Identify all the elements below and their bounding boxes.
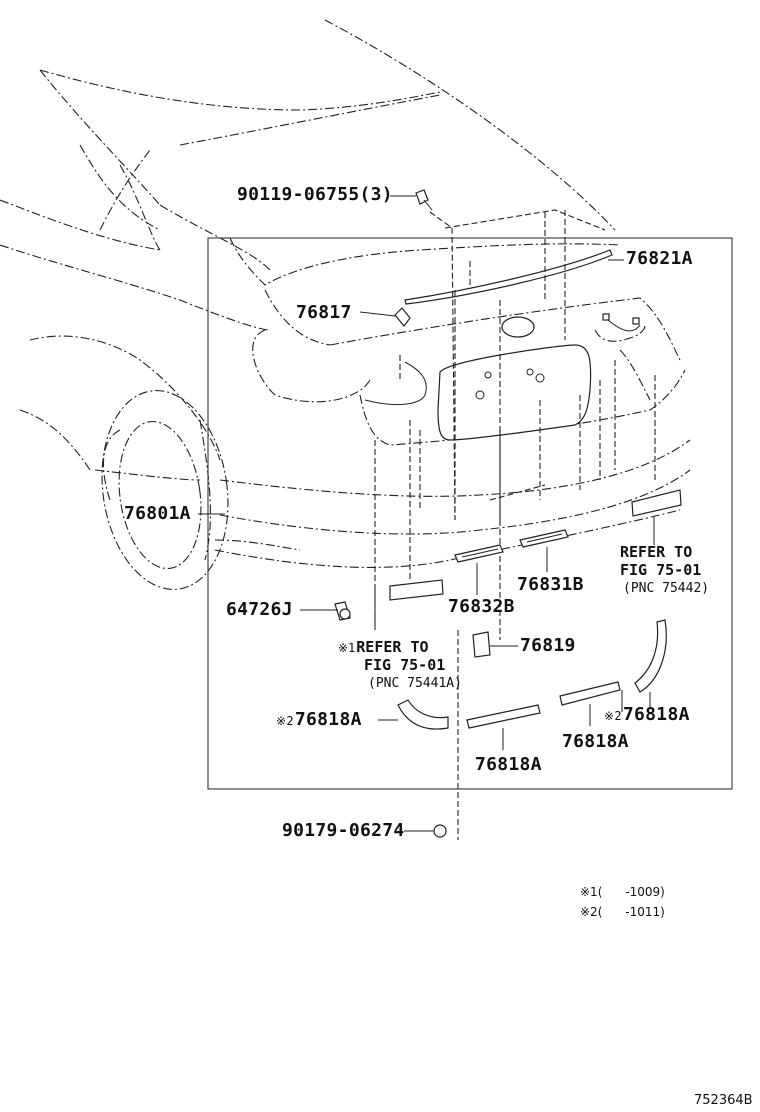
note-1-mark: ※1 xyxy=(580,885,598,899)
mark-2-right: ※2 xyxy=(604,709,622,723)
part-label-lamp-right: 76831B xyxy=(517,574,584,595)
ref-right-line3: (PNC 75442) xyxy=(623,581,710,596)
part-label-moulding-top: 76821A xyxy=(626,248,693,269)
retainer-wire xyxy=(364,307,641,405)
part-label-moulding-r1: 76818A xyxy=(562,731,629,752)
ref-left-line2: FIG 75-01 xyxy=(364,656,446,674)
part-label-clip-center: 76819 xyxy=(520,635,576,656)
clip-center xyxy=(472,631,491,658)
diagram-code: 752364B xyxy=(694,1093,753,1108)
part-label-garnish: 76801A xyxy=(124,503,191,524)
ref-right-line2: FIG 75-01 xyxy=(620,561,702,579)
guide-lines xyxy=(374,209,656,840)
ref-left-line3: (PNC 75441A) xyxy=(368,676,462,691)
emblem xyxy=(501,316,535,338)
mark-2-left: ※2 xyxy=(276,714,294,728)
moulding-r2-text: 76818A xyxy=(622,704,690,725)
bolt-top xyxy=(415,189,433,211)
part-label-moulding-r2: ※276818A xyxy=(604,706,690,724)
mouldings xyxy=(397,619,667,730)
license-plate-recess xyxy=(437,344,592,441)
part-label-moulding-l2: 76818A xyxy=(475,754,542,775)
clip-left xyxy=(334,601,351,621)
ref-left-mark: ※1 xyxy=(338,641,356,655)
part-label-bolt-top: 90119-06755(3) xyxy=(237,184,393,205)
car-body-outline xyxy=(0,19,616,590)
ref-left-line1: ※1REFER TO xyxy=(338,640,429,655)
part-label-lamp-left: 76832B xyxy=(448,596,515,617)
reflector-right xyxy=(631,489,682,517)
reflector-left xyxy=(389,579,444,601)
note-2-text: ( -1011) xyxy=(597,905,665,919)
part-label-moulding-l1: ※276818A xyxy=(276,711,362,729)
ref-left-text1: REFER TO xyxy=(356,638,429,656)
note-1: ※1( -1009) xyxy=(580,886,665,898)
nut-bottom xyxy=(433,824,447,838)
note-2: ※2( -1011) xyxy=(580,906,665,918)
leader-lines xyxy=(198,195,655,832)
upper-moulding xyxy=(404,249,613,305)
ref-right-line1: REFER TO xyxy=(620,543,693,561)
moulding-l1-text: 76818A xyxy=(294,709,362,730)
part-label-nut-bottom: 90179-06274 xyxy=(282,820,405,841)
part-label-retainer: 76817 xyxy=(296,302,352,323)
note-1-text: ( -1009) xyxy=(597,885,665,899)
note-2-mark: ※2 xyxy=(580,905,598,919)
part-label-clip-left: 64726J xyxy=(226,599,293,620)
license-lamps xyxy=(454,529,569,563)
